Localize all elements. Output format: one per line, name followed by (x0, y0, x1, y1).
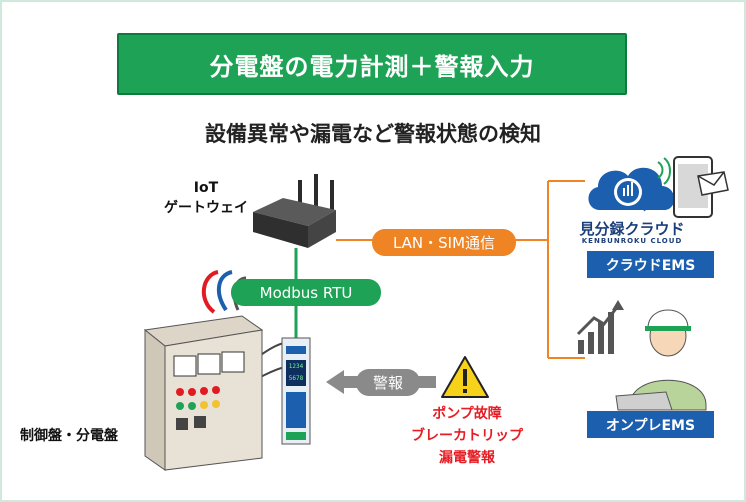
cloud-brand-en: KENBUNROKU CLOUD (581, 237, 683, 245)
alarm-item-breaker: ブレーカトリップ (411, 428, 523, 444)
gateway-label-line1: IoT (193, 180, 219, 196)
alarm-item-pump: ポンプ故障 (432, 406, 502, 422)
page-title: 分電盤の電力計測＋警報入力 (209, 52, 535, 81)
gateway-label: IoT ゲートウェイ (150, 178, 262, 218)
meter-display-bottom: 5678 (288, 375, 304, 382)
subtitle: 設備異常や漏電など警報状態の検知 (205, 122, 541, 146)
cloud-brand: 見分録クラウド (579, 220, 685, 238)
alarm-list: ポンプ故障 ブレーカトリップ 漏電警報 (392, 403, 542, 469)
network-lines (336, 180, 585, 359)
meter-display: 1234 5678 (286, 361, 306, 385)
gateway-label-line2: ゲートウェイ (164, 200, 248, 216)
onpremise-ems-box: オンプレEMS (587, 411, 714, 438)
title-banner: 分電盤の電力計測＋警報入力 (117, 33, 627, 95)
modbus-pill: Modbus RTU (231, 279, 381, 306)
alarm-pill: 警報 (356, 369, 420, 396)
network-pill: LAN・SIM通信 (372, 229, 516, 256)
alarm-item-leakage: 漏電警報 (439, 450, 495, 466)
rising-chart-icon (576, 300, 624, 354)
meter-display-top: 1234 (288, 363, 304, 370)
cloud-ems-box: クラウドEMS (587, 251, 714, 278)
cloud-icon (588, 157, 675, 212)
panel-label: 制御盤・分電盤 (20, 428, 118, 444)
worker-icon (615, 309, 707, 411)
control-panel-device (143, 270, 289, 471)
warning-triangle-icon (441, 356, 489, 398)
din-meter-device (281, 337, 311, 445)
smartphone-mail-icon (673, 156, 729, 218)
